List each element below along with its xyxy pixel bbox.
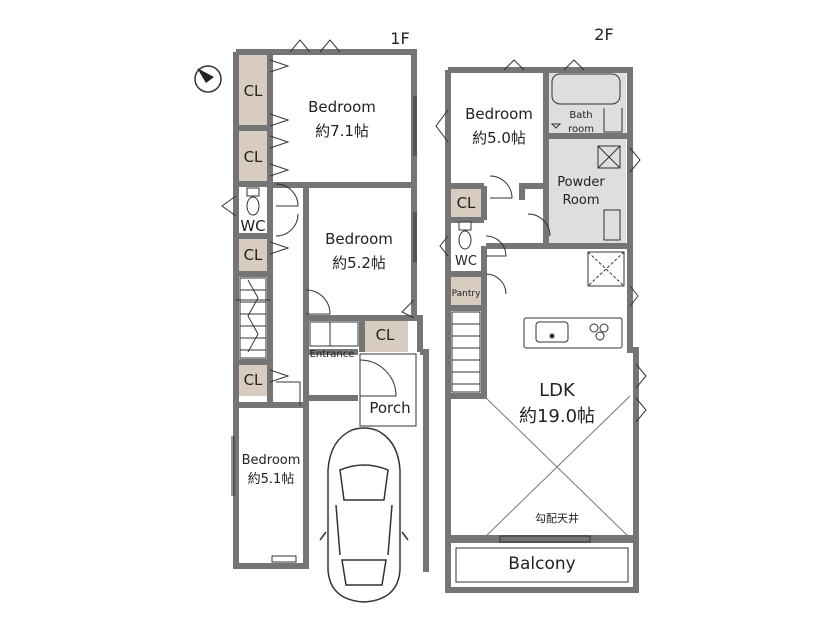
- toilet-icon: [458, 221, 472, 250]
- powder-room-area: [548, 138, 626, 244]
- bedroom-size-2f: 約5.0帖: [472, 129, 526, 147]
- toilet-icon: [246, 187, 260, 216]
- floor-2f: 2F Bedroom 約5.0帖 Bath room Powder Room C…: [435, 25, 647, 593]
- north-compass-icon: [194, 65, 222, 93]
- bedroom-size-1f-c: 約5.1帖: [248, 472, 295, 487]
- closet-1f-b: [236, 130, 270, 182]
- floor-label-1f: 1F: [390, 29, 409, 48]
- bedroom-label-1f-a: Bedroom: [308, 98, 376, 116]
- closet-1f-e: [362, 318, 408, 352]
- ceiling-note: 勾配天井: [535, 511, 579, 525]
- cl-label-1f-c: CL: [244, 246, 263, 264]
- wc-label-1f: WC: [240, 217, 265, 235]
- pantry-label: Pantry: [452, 289, 481, 299]
- bathroom-label-line2: room: [568, 124, 594, 135]
- bathroom-label-line1: Bath: [569, 110, 592, 121]
- ldk-size: 約19.0帖: [519, 406, 595, 427]
- bedroom-label-2f: Bedroom: [465, 105, 533, 123]
- cl-label-1f-d: CL: [244, 371, 263, 389]
- wc-label-2f: WC: [455, 254, 477, 269]
- ldk-label: LDK: [539, 380, 576, 401]
- cl-label-2f: CL: [457, 194, 476, 212]
- bedroom-label-1f-c: Bedroom: [242, 453, 301, 468]
- balcony-label: Balcony: [508, 554, 575, 574]
- powder-room-label-line2: Room: [562, 193, 599, 208]
- powder-room-label-line1: Powder: [557, 175, 605, 190]
- bedroom-size-1f-b: 約5.2帖: [332, 254, 386, 272]
- floor-1f: 1F CL CL WC CL CL CL Bedroom 約7.1帖 Bedro…: [221, 29, 429, 603]
- closet-1f-c: [236, 238, 270, 272]
- closet-1f-a: [236, 54, 270, 126]
- bedroom-label-1f-b: Bedroom: [325, 230, 393, 248]
- bedroom-size-1f-a: 約7.1帖: [315, 122, 369, 140]
- cl-label-1f-a: CL: [244, 82, 263, 100]
- cl-label-1f-e: CL: [376, 326, 395, 344]
- pantry-area: [450, 276, 482, 308]
- porch-label: Porch: [369, 399, 410, 417]
- closet-2f: [450, 188, 482, 218]
- car-icon: [319, 427, 409, 603]
- floor-label-2f: 2F: [594, 25, 613, 44]
- entrance-label: Entrance: [310, 349, 355, 360]
- closet-1f-d: [236, 364, 270, 396]
- cl-label-1f-b: CL: [244, 148, 263, 166]
